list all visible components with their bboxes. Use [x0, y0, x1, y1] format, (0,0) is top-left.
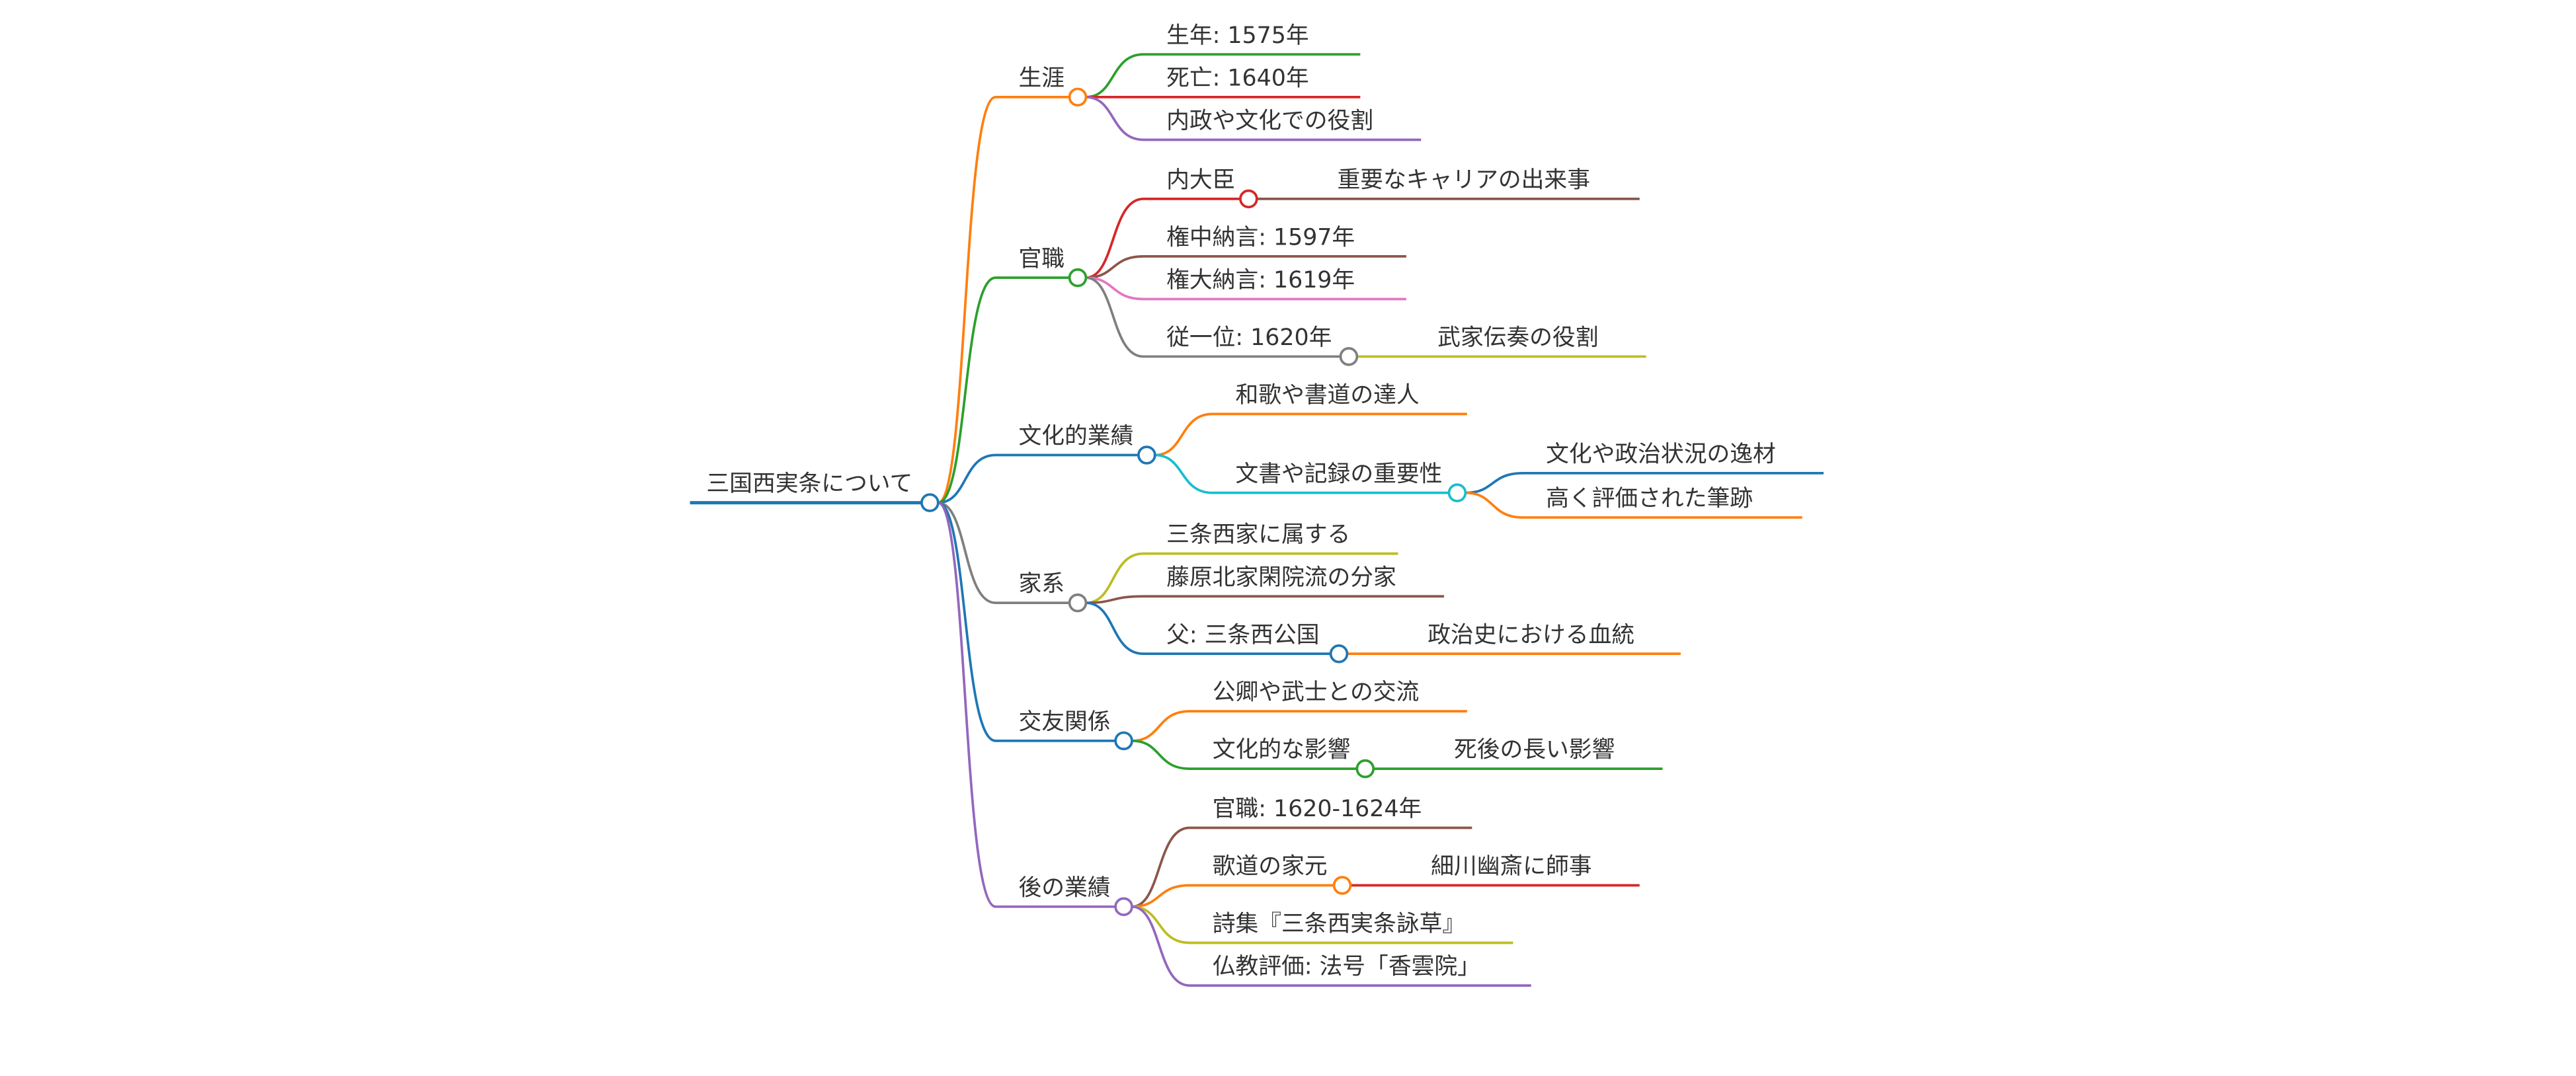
collapse-toggle-icon[interactable]	[1068, 87, 1088, 107]
branch-lines	[690, 53, 1824, 987]
collapse-toggle-icon[interactable]	[1114, 731, 1133, 751]
branch-line	[1086, 53, 1361, 98]
node-label[interactable]: 詩集『三条西実条詠草』	[1213, 911, 1465, 937]
branch-line	[1154, 453, 1449, 494]
node-label[interactable]: 文書や記録の重要性	[1235, 461, 1442, 487]
branch-line	[938, 501, 1116, 908]
node-label[interactable]: 仏教評価: 法号「香雲院」	[1213, 954, 1480, 980]
branch-line	[1086, 276, 1341, 358]
collapse-toggle-icon[interactable]	[1329, 644, 1349, 664]
collapse-toggle-icon[interactable]	[1068, 268, 1088, 288]
collapse-toggle-icon[interactable]	[920, 493, 940, 512]
branch-line	[938, 453, 1139, 504]
node-label[interactable]: 生年: 1575年	[1166, 22, 1309, 49]
branch-line	[1086, 276, 1406, 301]
node-label[interactable]: 政治史における血統	[1428, 622, 1634, 648]
node-label[interactable]: 歌道の家元	[1213, 853, 1328, 880]
node-label[interactable]: 父: 三条西公国	[1166, 622, 1319, 648]
node-label[interactable]: 交友関係	[1019, 709, 1111, 735]
collapse-toggle-icon[interactable]	[1355, 759, 1375, 779]
branch-line	[1086, 255, 1406, 280]
node-label[interactable]: 公卿や武士との交流	[1213, 679, 1420, 706]
node-label[interactable]: 権中納言: 1597年	[1166, 224, 1355, 250]
collapse-toggle-icon[interactable]	[1137, 445, 1156, 465]
branch-line	[1154, 412, 1467, 457]
node-label[interactable]: 内政や文化での役割	[1166, 108, 1373, 134]
branch-line	[938, 95, 1070, 504]
node-label[interactable]: 後の業績	[1019, 874, 1111, 901]
branch-line	[1131, 884, 1334, 908]
node-label[interactable]: 死後の長い影響	[1454, 737, 1615, 763]
branch-line	[1086, 198, 1240, 280]
node-label[interactable]: 文化や政治状況の逸材	[1546, 441, 1776, 467]
collapse-toggle-icon[interactable]	[1447, 483, 1467, 502]
node-label[interactable]: 従一位: 1620年	[1166, 325, 1332, 351]
branch-line	[938, 276, 1070, 504]
branch-line	[1086, 595, 1445, 605]
node-label[interactable]: 権大納言: 1619年	[1166, 267, 1355, 293]
collapse-toggle-icon[interactable]	[1068, 593, 1088, 613]
node-label[interactable]: 細川幽斎に師事	[1431, 853, 1591, 880]
node-label[interactable]: 藤原北家閑院流の分家	[1166, 564, 1396, 591]
node-label[interactable]: 生涯	[1019, 65, 1065, 91]
collapse-toggle-icon[interactable]	[1339, 347, 1359, 366]
node-label[interactable]: 三条西家に属する	[1166, 521, 1350, 548]
node-label[interactable]: 武家伝奏の役割	[1437, 325, 1598, 351]
branch-line	[1465, 471, 1824, 494]
collapse-toggle-icon[interactable]	[1332, 876, 1352, 895]
branch-line	[1131, 826, 1472, 908]
branch-line	[1131, 739, 1357, 770]
node-label[interactable]: 家系	[1019, 571, 1065, 597]
branch-line	[1086, 95, 1422, 141]
collapse-toggle-icon[interactable]	[1114, 897, 1133, 917]
node-label[interactable]: 高く評価された筆跡	[1546, 486, 1753, 512]
branch-line	[1465, 491, 1802, 519]
branch-line	[1086, 552, 1398, 605]
collapse-toggle-icon[interactable]	[1239, 189, 1258, 209]
branch-line	[1131, 905, 1513, 944]
branch-line	[938, 501, 1116, 742]
node-label[interactable]: 官職	[1019, 246, 1065, 272]
node-label[interactable]: 文化的な影響	[1213, 737, 1351, 763]
node-label[interactable]: 三国西実条について	[706, 471, 912, 497]
node-label[interactable]: 重要なキャリアの出来事	[1338, 167, 1590, 194]
node-label[interactable]: 和歌や書道の達人	[1235, 382, 1419, 408]
node-label[interactable]: 内大臣	[1166, 167, 1235, 194]
branch-line	[1086, 601, 1331, 656]
node-label[interactable]: 官職: 1620-1624年	[1213, 796, 1422, 822]
branch-line	[1131, 905, 1531, 987]
node-label[interactable]: 文化的業績	[1019, 423, 1134, 449]
node-label[interactable]: 死亡: 1640年	[1166, 65, 1309, 91]
branch-line	[938, 501, 1070, 605]
branch-line	[1131, 710, 1467, 742]
